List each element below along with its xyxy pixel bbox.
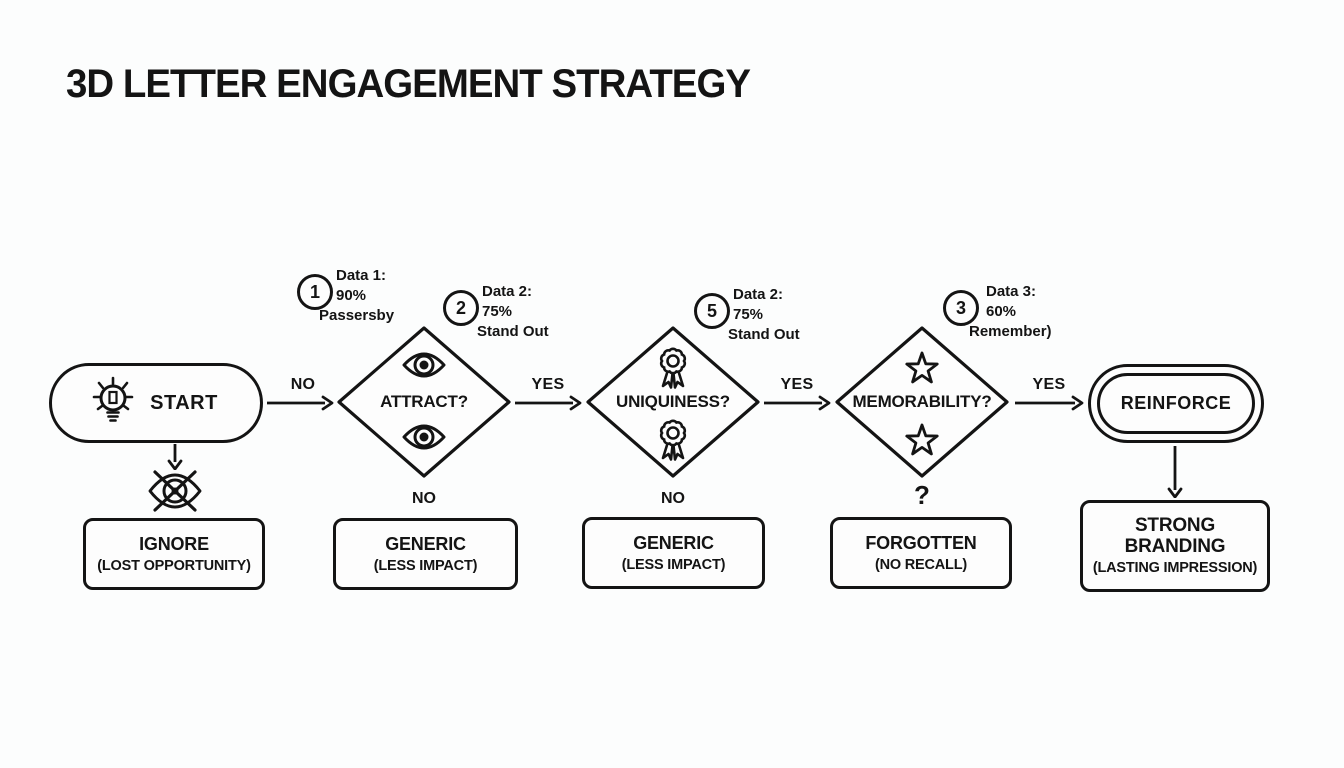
arrow-memorability-to-reinforce — [1015, 395, 1084, 411]
eye-icon — [402, 351, 446, 384]
start-label: START — [150, 391, 218, 414]
annotation-1-number: 1 — [297, 274, 333, 310]
annotation-1-text: Data 1: 90% Passersby — [319, 267, 395, 324]
uniqueness-no-label: NO — [661, 490, 685, 507]
outcome-subtitle: (NO RECALL) — [874, 556, 968, 573]
annotation-5-text: Data 2: 75% Stand Out — [728, 286, 800, 343]
memorability-label: MEMORABILITY? — [852, 392, 992, 411]
node-start: START — [49, 363, 263, 443]
outcome-generic-1: GENERIC (LESS IMPACT) — [333, 518, 518, 590]
node-attract: ATTRACT? — [335, 324, 513, 480]
node-uniqueness: UNIQUINESS? — [584, 324, 762, 480]
attract-no-label: NO — [412, 490, 436, 507]
outcome-title: GENERIC — [385, 533, 466, 554]
outcome-title: GENERIC — [633, 532, 714, 553]
eye-crossed-icon — [147, 469, 203, 518]
eye-icon — [402, 423, 446, 456]
outcome-title: STRONG BRANDING — [1124, 515, 1226, 557]
star-icon — [904, 422, 940, 463]
outcome-title: FORGOTTEN — [865, 532, 977, 553]
annotation-2-text: Data 2: 75% Stand Out — [477, 283, 549, 340]
annotation-3-text: Data 3: 60% Remember) — [969, 283, 1052, 340]
node-memorability: MEMORABILITY? — [833, 324, 1011, 480]
annotation-3-number: 3 — [943, 290, 979, 326]
outcome-title: IGNORE — [139, 533, 209, 554]
attract-label: ATTRACT? — [380, 392, 468, 411]
outcome-forgotten: FORGOTTEN (NO RECALL) — [830, 517, 1012, 589]
edge-label-yes-2: YES — [780, 376, 814, 393]
annotation-5-number: 5 — [694, 293, 730, 329]
edge-label-no: NO — [290, 376, 316, 393]
outcome-subtitle: (LESS IMPACT) — [373, 557, 478, 574]
arrow-attract-to-uniqueness — [515, 395, 582, 411]
outcome-ignore: IGNORE (LOST OPPORTUNITY) — [83, 518, 265, 590]
arrow-uniqueness-to-memorability — [764, 395, 831, 411]
annotation-2-number: 2 — [443, 290, 479, 326]
rosette-award-icon — [654, 346, 692, 395]
outcome-subtitle: (LOST OPPORTUNITY) — [97, 557, 251, 574]
arrow-start-to-ignore — [167, 444, 183, 470]
outcome-strong-branding: STRONG BRANDING (LASTING IMPRESSION) — [1080, 500, 1270, 592]
reinforce-label: REINFORCE — [1120, 393, 1232, 413]
arrow-start-to-attract — [267, 395, 334, 411]
edge-label-yes-3: YES — [1032, 376, 1066, 393]
reinforce-inner-border: REINFORCE — [1097, 373, 1255, 434]
page-title: 3D LETTER ENGAGEMENT STRATEGY — [66, 62, 751, 106]
star-icon — [904, 350, 940, 391]
rosette-award-icon — [654, 418, 692, 467]
uniqueness-label: UNIQUINESS? — [616, 392, 730, 411]
outcome-generic-2: GENERIC (LESS IMPACT) — [582, 517, 765, 589]
node-reinforce: REINFORCE — [1088, 364, 1264, 443]
outcome-subtitle: (LASTING IMPRESSION) — [1092, 560, 1258, 576]
outcome-subtitle: (LESS IMPACT) — [621, 556, 726, 573]
arrow-reinforce-to-branding — [1167, 446, 1183, 498]
lightbulb-icon — [86, 376, 140, 431]
edge-label-yes-1: YES — [531, 376, 565, 393]
memorability-question-label: ? — [914, 480, 930, 510]
